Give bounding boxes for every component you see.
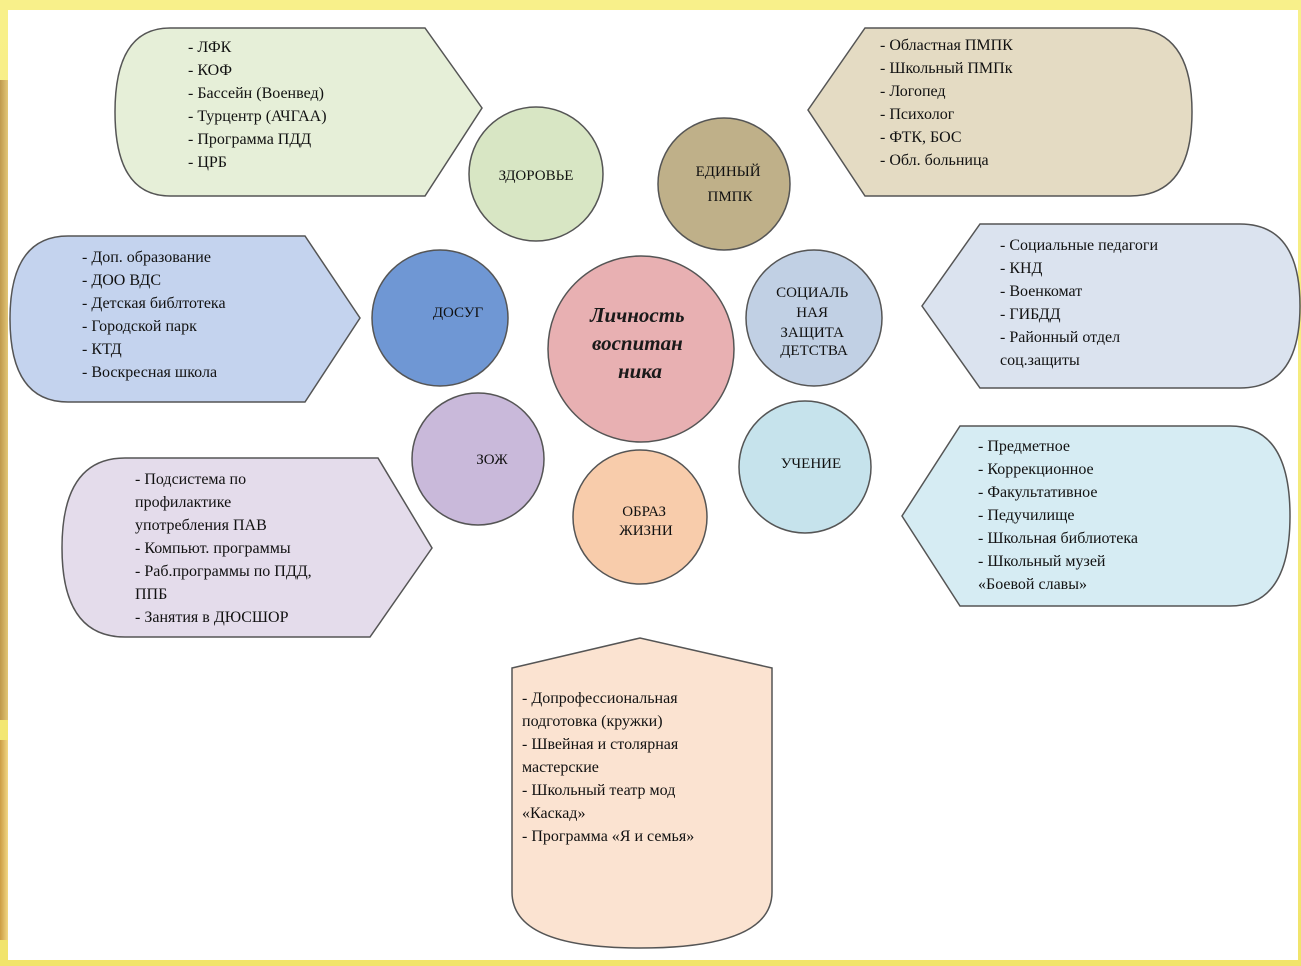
circle-label-social: СОЦИАЛЬ НАЯ ЗАЩИТА ДЕТСТВА [776, 285, 852, 359]
box-social [921, 223, 1301, 389]
box-line: «Боевой славы» [978, 576, 1087, 593]
circle-label-obraz: ОБРАЗ ЖИЗНИ [619, 504, 673, 539]
box-text-social: - Социальные педагоги - КНД - Военкомат … [1000, 237, 1162, 369]
box-line: употребления ПАВ [135, 517, 267, 534]
center-line: Личность [589, 303, 685, 327]
circle-pmpk [657, 117, 791, 251]
box-line: - Социальные педагоги [1000, 237, 1158, 254]
box-zdorovie [114, 27, 483, 197]
box-obraz [511, 637, 773, 949]
circle-line: ЗДОРОВЬЕ [499, 168, 574, 184]
box-line: - ГИБДД [1000, 306, 1061, 323]
box-line: - Военкомат [1000, 283, 1082, 300]
box-text-uchenie: - Предметное - Коррекционное - Факультат… [978, 438, 1142, 593]
circle-line: ЕДИНЫЙ [696, 163, 761, 180]
box-line: - Районный отдел [1000, 329, 1120, 346]
box-line: - ЦРБ [188, 154, 227, 171]
center-label: Личность воспитан ника [589, 303, 690, 383]
box-line: - Факультативное [978, 484, 1097, 501]
circle-dosug [371, 249, 509, 387]
circle-line: ЗАЩИТА [780, 325, 844, 341]
box-line: - КНД [1000, 260, 1043, 277]
circle-line: ОБРАЗ [622, 504, 666, 520]
box-pmpk [807, 27, 1193, 197]
box-line: - Детская библтотека [82, 295, 226, 312]
circle-line: УЧЕНИЕ [781, 456, 841, 472]
box-line: - ФТК, БОС [880, 129, 962, 146]
box-line: - Занятия в ДЮСШОР [135, 609, 289, 626]
box-line: - Раб.программы по ПДД, [135, 563, 312, 580]
box-line: подготовка (кружки) [522, 713, 663, 730]
circle-zdorovie [468, 106, 604, 242]
box-line: - Программа ПДД [188, 131, 311, 148]
box-line: - Турцентр (АЧГАА) [188, 108, 327, 125]
box-line: - Допрофессиональная [522, 690, 678, 707]
box-line: - Бассейн (Военвед) [188, 85, 324, 102]
box-line: - ЛФК [188, 39, 232, 56]
box-line: - Психолог [880, 106, 955, 123]
box-line: - Воскресная школа [82, 364, 217, 381]
circle-label-zozh: ЗОЖ [476, 452, 508, 468]
box-text-dosug: - Доп. образование - ДОО ВДС - Детская б… [82, 249, 230, 381]
box-text-zdorovie: - ЛФК - КОФ - Бассейн (Военвед) - Турцен… [188, 39, 331, 171]
box-line: - Обл. больница [880, 152, 989, 169]
circle-label-uchenie: УЧЕНИЕ [781, 456, 841, 472]
circle-zozh [411, 392, 545, 526]
box-line: - Программа «Я и семья» [522, 828, 694, 845]
circle-line: ЖИЗНИ [619, 523, 673, 539]
box-dosug [9, 235, 361, 403]
box-line: - Логопед [880, 83, 946, 100]
box-text-obraz: - Допрофессиональная подготовка (кружки)… [522, 690, 694, 845]
circle-label-pmpk: ЕДИНЫЙ ПМПК [696, 163, 765, 205]
box-line: - Швейная и столярная [522, 736, 679, 753]
box-uchenie [901, 425, 1291, 607]
circle-social [745, 249, 883, 387]
circle-line: НАЯ [796, 305, 828, 321]
box-line: - КТД [82, 341, 122, 358]
center-line: ника [618, 359, 662, 383]
box-zozh [61, 457, 433, 638]
box-line: профилактике [135, 494, 231, 511]
box-line: - Школьная библиотека [978, 530, 1138, 547]
box-line: ППБ [135, 586, 167, 603]
circle-line: ЗОЖ [476, 452, 508, 468]
circle-line: ПМПК [707, 189, 753, 205]
circle-label-dosug: ДОСУГ [433, 305, 484, 321]
box-line: соц.защиты [1000, 352, 1080, 369]
circle-label-zdorovie: ЗДОРОВЬЕ [499, 168, 574, 184]
box-line: - Школьный ПМПк [880, 60, 1013, 77]
box-text-zozh: - Подсистема по профилактике употреблени… [135, 471, 316, 626]
box-text-pmpk: - Областная ПМПК - Школьный ПМПк - Логоп… [880, 37, 1017, 169]
box-line: - Предметное [978, 438, 1070, 455]
box-line: - Компьют. программы [135, 540, 291, 557]
box-line: мастерские [522, 759, 599, 776]
box-line: - Областная ПМПК [880, 37, 1013, 54]
circle-uchenie [738, 400, 872, 534]
box-line: - Доп. образование [82, 249, 211, 266]
box-line: - КОФ [188, 62, 232, 79]
circle-line: ДЕТСТВА [780, 343, 848, 359]
box-line: - Коррекционное [978, 461, 1094, 478]
box-line: - ДОО ВДС [82, 272, 161, 289]
circle-line: ДОСУГ [433, 305, 484, 321]
box-line: «Каскад» [522, 805, 585, 822]
center-line: воспитан [592, 331, 683, 355]
box-line: - Городской парк [82, 318, 197, 335]
box-line: - Школьный театр мод [522, 782, 675, 799]
circle-line: СОЦИАЛЬ [776, 285, 849, 301]
circle-center-lichnost [547, 255, 735, 443]
box-line: - Школьный музей [978, 553, 1106, 570]
box-line: - Подсистема по [135, 471, 246, 488]
box-line: - Педучилище [978, 507, 1075, 524]
circle-obraz [572, 449, 708, 585]
